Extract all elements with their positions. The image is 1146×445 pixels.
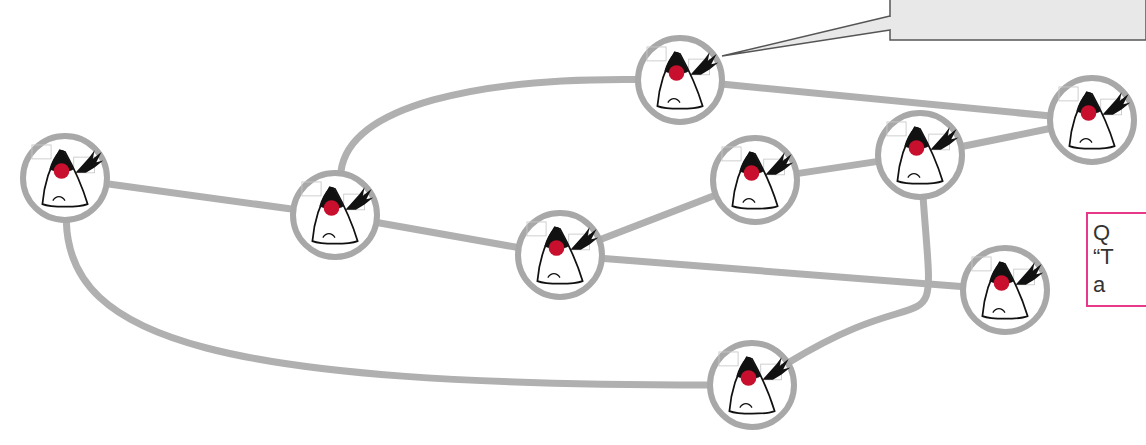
duke-node — [634, 34, 726, 126]
graph-edge — [66, 222, 708, 385]
duke-circle — [874, 109, 966, 201]
graph-edge — [601, 196, 714, 239]
duke-circle — [706, 339, 798, 431]
duke-node — [706, 339, 798, 431]
graph-edge — [799, 162, 877, 174]
duke-circle — [19, 132, 111, 224]
graph-edge — [790, 199, 929, 362]
duke-circle — [1046, 74, 1138, 166]
graph-edge — [341, 79, 636, 171]
duke-node — [874, 109, 966, 201]
duke-node — [19, 132, 111, 224]
note-text: Q — [1093, 222, 1110, 244]
duke-circle — [634, 34, 726, 126]
duke-node — [514, 209, 606, 301]
note-text: a — [1093, 274, 1105, 296]
duke-circle — [709, 134, 801, 226]
duke-circle — [514, 209, 606, 301]
duke-node — [709, 134, 801, 226]
graph-edge — [378, 223, 516, 248]
graph-edge — [724, 84, 1048, 115]
graph-edge — [109, 184, 292, 209]
note-text: “T — [1093, 246, 1114, 268]
duke-node — [959, 244, 1051, 336]
duke-circle — [959, 244, 1051, 336]
duke-node — [1046, 74, 1138, 166]
duke-circle — [289, 169, 381, 261]
duke-node — [289, 169, 381, 261]
graph-edge — [604, 258, 961, 286]
graph-edge — [963, 129, 1049, 146]
